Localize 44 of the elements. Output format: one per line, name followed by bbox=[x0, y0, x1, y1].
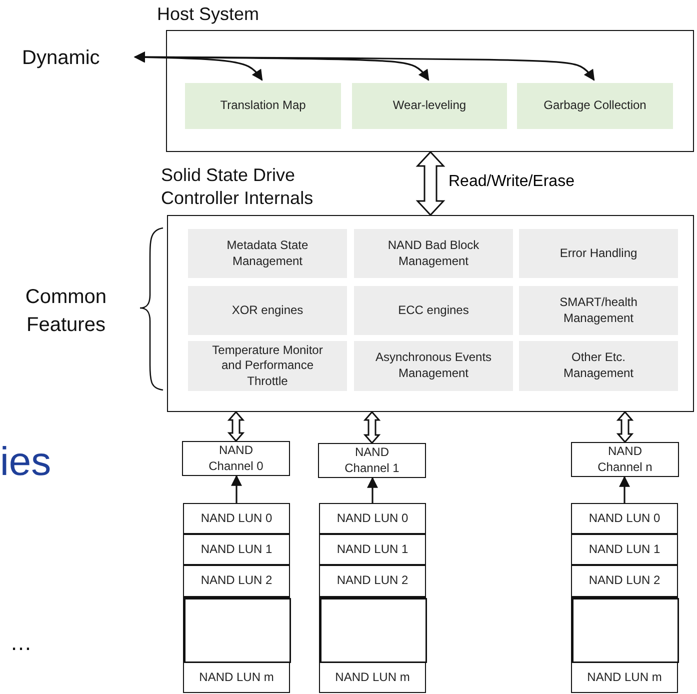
heading: Host System bbox=[157, 3, 260, 26]
bracket-label: Common Features bbox=[24, 285, 108, 338]
ellipsis: … bbox=[10, 629, 33, 657]
component-box: NAND Channel 1 bbox=[318, 443, 426, 478]
arrow bbox=[619, 476, 630, 503]
partial-title: ies bbox=[0, 439, 52, 486]
component-box: NAND LUN 0 bbox=[319, 503, 426, 534]
double-arrow bbox=[616, 410, 634, 444]
box bbox=[183, 597, 290, 662]
label-text: Dynamic bbox=[22, 44, 135, 72]
function-box: Garbage Collection bbox=[517, 83, 673, 129]
function-box: Wear-leveling bbox=[352, 83, 507, 129]
double-arrow bbox=[363, 410, 381, 444]
feature-box: Temperature Monitor and Performance Throttle bbox=[188, 341, 347, 391]
component-box: NAND Channel 0 bbox=[182, 441, 290, 476]
component-box: NAND LUN m bbox=[571, 662, 678, 693]
feature-box: Error Handling bbox=[519, 229, 678, 278]
feature-box: Asynchronous Events Management bbox=[354, 341, 513, 391]
double-arrow bbox=[227, 410, 245, 442]
component-box: NAND LUN 0 bbox=[571, 503, 678, 534]
heading: Solid State Drive Controller Internals bbox=[161, 164, 314, 210]
component-box: NAND LUN m bbox=[319, 662, 426, 693]
feature-box: XOR engines bbox=[188, 286, 347, 335]
component-box: NAND LUN 0 bbox=[183, 503, 290, 534]
double-arrow bbox=[416, 150, 446, 216]
component-box: NAND LUN 2 bbox=[571, 565, 678, 597]
feature-box: Other Etc. Management bbox=[519, 341, 678, 391]
component-box: NAND LUN 1 bbox=[183, 534, 290, 565]
box bbox=[571, 597, 678, 662]
function-box: Translation Map bbox=[185, 83, 341, 129]
feature-box: NAND Bad Block Management bbox=[354, 229, 513, 278]
arrow bbox=[134, 52, 595, 81]
component-box: NAND LUN 1 bbox=[571, 534, 678, 565]
component-box: NAND LUN 1 bbox=[319, 534, 426, 565]
component-box: NAND LUN 2 bbox=[183, 565, 290, 597]
feature-box: SMART/health Management bbox=[519, 286, 678, 335]
component-box: NAND LUN 2 bbox=[319, 565, 426, 597]
arrow bbox=[367, 476, 378, 503]
feature-box: Metadata State Management bbox=[188, 229, 347, 278]
component-box: NAND LUN m bbox=[183, 662, 290, 693]
box bbox=[319, 597, 426, 662]
arrow bbox=[231, 474, 242, 503]
feature-box: ECC engines bbox=[354, 286, 513, 335]
component-box: NAND Channel n bbox=[571, 442, 679, 477]
